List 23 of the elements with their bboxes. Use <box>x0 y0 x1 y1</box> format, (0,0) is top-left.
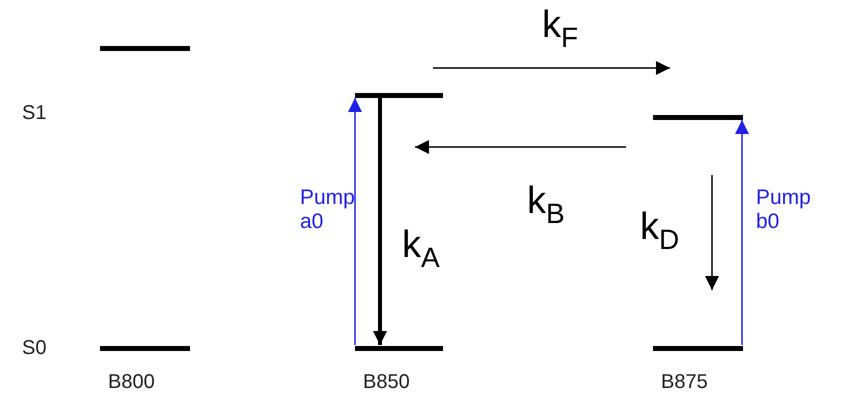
rate-constant-label: k$_{A}$ <box>402 226 440 272</box>
energy-level-bar <box>653 346 743 351</box>
arrow <box>348 98 362 345</box>
arrow <box>433 61 670 75</box>
energy-level-bar <box>355 93 443 98</box>
state-label: S0 <box>22 338 46 358</box>
complex-label: B800 <box>108 372 155 392</box>
energy-level-bar <box>355 346 443 351</box>
rate-constant-label: k$_{D}$ <box>640 208 680 254</box>
energy-level-bar <box>100 46 190 51</box>
rate-constant-label: k$_{F}$ <box>542 6 578 52</box>
edge-label: Pump a0 <box>300 186 356 234</box>
arrow <box>415 140 626 154</box>
state-label: S1 <box>22 103 46 123</box>
arrow <box>373 98 387 345</box>
rate-constant-label: k$_{B}$ <box>527 182 565 228</box>
edge-label: Pump b0 <box>756 186 812 234</box>
arrow <box>705 175 719 290</box>
complex-label: B850 <box>363 372 410 392</box>
energy-level-bar <box>653 115 743 120</box>
complex-label: B875 <box>661 372 708 392</box>
arrow <box>735 120 749 345</box>
energy-level-bar <box>100 346 190 351</box>
